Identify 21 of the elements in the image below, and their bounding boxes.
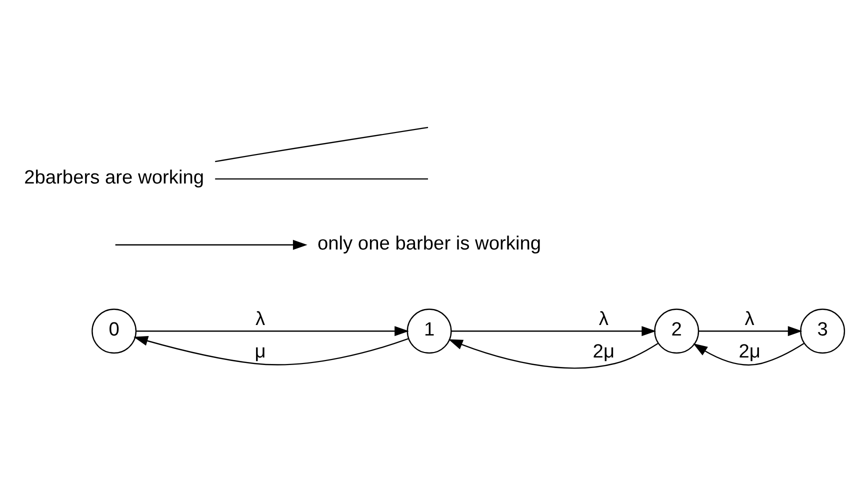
node-circle: 2	[654, 308, 700, 354]
node-circle: 3	[800, 308, 846, 354]
arrow	[448, 339, 658, 369]
arrow	[134, 336, 409, 366]
edge-label: 2μ	[592, 341, 615, 362]
arrow	[451, 326, 656, 336]
node-text: 2barbers are working	[24, 167, 204, 188]
connector	[215, 126, 428, 162]
arrow	[115, 240, 308, 250]
edge-label: λ	[744, 308, 754, 330]
edge-label: λ	[256, 308, 266, 330]
arrow	[698, 326, 802, 336]
node-circle: 1	[406, 308, 452, 354]
arrow	[136, 326, 409, 336]
edge-label: 2μ	[738, 341, 760, 362]
connector	[215, 178, 428, 180]
node-text: only one barber is working	[317, 233, 542, 254]
edge-label: μ	[254, 341, 266, 362]
edge-label: λ	[598, 308, 608, 330]
arrow	[693, 343, 804, 366]
node-circle: 0	[92, 308, 137, 354]
